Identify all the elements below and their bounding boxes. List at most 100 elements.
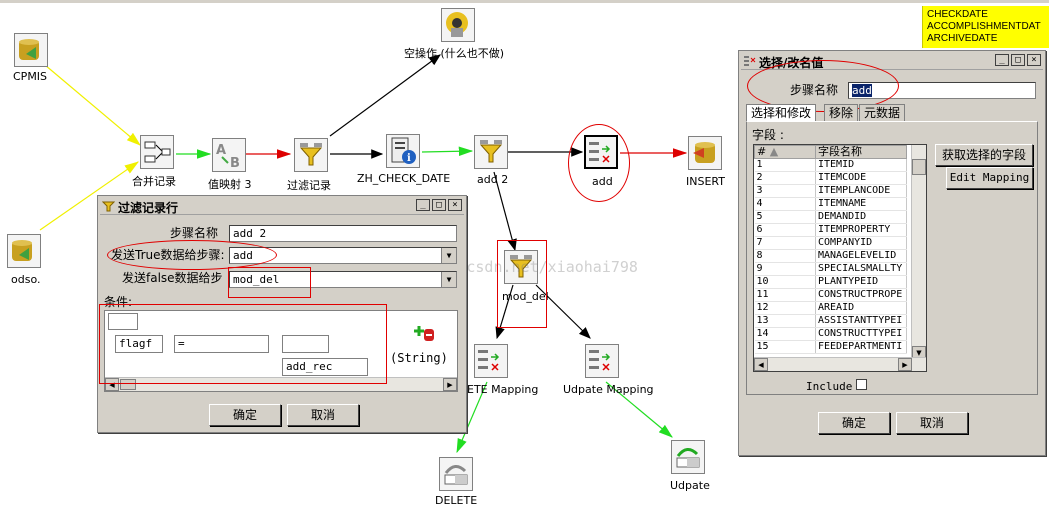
hop-add2-moddel[interactable] xyxy=(493,171,517,252)
close-button[interactable]: × xyxy=(1027,54,1041,66)
row-field-name[interactable]: MANAGELEVELID xyxy=(815,249,907,263)
tab-remove[interactable]: 移除 xyxy=(824,104,859,121)
scroll-thumb[interactable] xyxy=(120,379,136,390)
select-dialog-titlebar[interactable]: 选择/改名值 _ □ × xyxy=(741,53,1043,70)
scroll-right-arrow[interactable]: ▶ xyxy=(443,378,457,391)
cancel-button[interactable]: 取消 xyxy=(287,404,359,426)
tab-metadata[interactable]: 元数据 xyxy=(859,104,906,121)
add-condition-icon[interactable] xyxy=(412,321,436,343)
step-add2[interactable] xyxy=(474,135,508,169)
step-name-input[interactable]: add 2 xyxy=(229,225,457,242)
step-delete[interactable] xyxy=(439,457,473,491)
step-update[interactable] xyxy=(671,440,705,474)
condition-negate-box[interactable] xyxy=(108,313,138,330)
row-field-name[interactable]: ITEMCODE xyxy=(815,171,907,185)
tab-select-modify[interactable]: 选择和修改 xyxy=(746,104,817,121)
include-checkbox[interactable] xyxy=(856,379,867,390)
step-check-date[interactable]: i xyxy=(386,134,420,168)
step-update-mapping[interactable] xyxy=(585,344,619,378)
condition-value[interactable]: add_rec xyxy=(282,358,368,376)
ok-button[interactable]: 确定 xyxy=(209,404,281,426)
step-add[interactable] xyxy=(584,135,618,169)
scroll-right-arrow[interactable]: ▶ xyxy=(898,358,912,371)
maximize-button[interactable]: □ xyxy=(432,199,446,211)
condition-field[interactable]: flagf xyxy=(115,335,163,353)
get-selected-fields-button[interactable]: 获取选择的字段 xyxy=(935,144,1033,166)
row-field-name[interactable]: CONSTRUCTPROPE xyxy=(815,288,907,302)
grid-vertical-scrollbar[interactable]: ▼ xyxy=(911,145,926,359)
scroll-left-arrow[interactable]: ◀ xyxy=(105,378,119,391)
hop-moddel-deletemap[interactable] xyxy=(495,284,514,340)
step-filter[interactable] xyxy=(294,138,328,172)
edit-mapping-button[interactable]: Edit Mapping xyxy=(946,167,1033,189)
dropdown-arrow-icon[interactable]: ▼ xyxy=(441,248,456,263)
send-true-select[interactable]: add ▼ xyxy=(229,247,457,264)
hop-updatemap-update[interactable] xyxy=(605,381,673,438)
filter-dialog-titlebar[interactable]: 过滤记录行 _ □ × xyxy=(100,198,464,215)
row-field-name[interactable]: DEMANDID xyxy=(815,210,907,224)
step-odso[interactable] xyxy=(7,234,41,268)
hop-deletemap-delete[interactable] xyxy=(456,381,488,454)
condition-operator[interactable]: = xyxy=(174,335,269,353)
step-dummy[interactable] xyxy=(441,8,475,42)
filter-rows-dialog[interactable]: 过滤记录行 _ □ × 步骤名称 add 2 发送True数据给步骤: add … xyxy=(97,195,467,433)
column-header-number[interactable]: # ▲ xyxy=(754,145,816,159)
row-field-name[interactable]: ITEMPLANCODE xyxy=(815,184,907,198)
select-values-dialog[interactable]: 选择/改名值 _ □ × 步骤名称 add 选择和修改 移除 元数据 字段 : … xyxy=(738,50,1046,456)
row-field-name[interactable]: ASSISTANTTYPEI xyxy=(815,314,907,328)
step-cpmis[interactable] xyxy=(14,33,48,67)
row-field-name[interactable]: ITEMNAME xyxy=(815,197,907,211)
ok-button[interactable]: 确定 xyxy=(818,412,890,434)
row-field-name[interactable]: SPECIALSMALLTY xyxy=(815,262,907,276)
scroll-left-arrow[interactable]: ◀ xyxy=(754,358,768,371)
step-merge[interactable] xyxy=(140,135,174,169)
close-button[interactable]: × xyxy=(448,199,462,211)
column-header-field-name[interactable]: 字段名称 xyxy=(815,145,907,159)
row-field-name[interactable]: PLANTYPEID xyxy=(815,275,907,289)
step-insert[interactable] xyxy=(688,136,722,170)
cancel-button[interactable]: 取消 xyxy=(896,412,968,434)
step-name-input[interactable]: add xyxy=(848,82,1036,99)
hop-moddel-updatemap[interactable] xyxy=(535,284,591,339)
step-mod-del[interactable] xyxy=(504,250,538,284)
step-delete-mapping[interactable] xyxy=(474,344,508,378)
dropdown-arrow-icon[interactable]: ▼ xyxy=(441,272,456,287)
condition-compare-field[interactable] xyxy=(282,335,329,353)
condition-editor[interactable]: flagf = add_rec (String) ◀ ▶ xyxy=(104,310,458,392)
row-field-name[interactable]: AREAID xyxy=(815,301,907,315)
row-field-name[interactable]: ITEMID xyxy=(815,158,907,172)
row-field-name[interactable]: FEEDEPARTMENTI xyxy=(815,340,907,354)
condition-scrollbar[interactable]: ◀ ▶ xyxy=(105,377,457,391)
canvas-note[interactable]: CHECKDATE ACCOMPLISHMENTDAT ARCHIVEDATE xyxy=(922,6,1049,48)
send-false-select[interactable]: mod_del ▼ xyxy=(229,271,457,288)
minimize-button[interactable]: _ xyxy=(416,199,430,211)
row-field-name[interactable]: CONSTRUCTTYPEI xyxy=(815,327,907,341)
hop-odso-merge[interactable] xyxy=(39,161,139,231)
scroll-thumb[interactable] xyxy=(912,159,926,175)
row-field-name[interactable]: COMPANYID xyxy=(815,236,907,250)
row-field-name[interactable]: ITEMPROPERTY xyxy=(815,223,907,237)
hop-checkdate-add2[interactable] xyxy=(421,146,474,157)
grid-horizontal-scrollbar[interactable]: ◀ ▶ xyxy=(754,357,926,371)
hop-filter-dummy[interactable] xyxy=(329,54,441,137)
maximize-button[interactable]: □ xyxy=(1011,54,1025,66)
minimize-button[interactable]: _ xyxy=(995,54,1009,66)
hop-cpmis-merge[interactable] xyxy=(44,64,141,146)
